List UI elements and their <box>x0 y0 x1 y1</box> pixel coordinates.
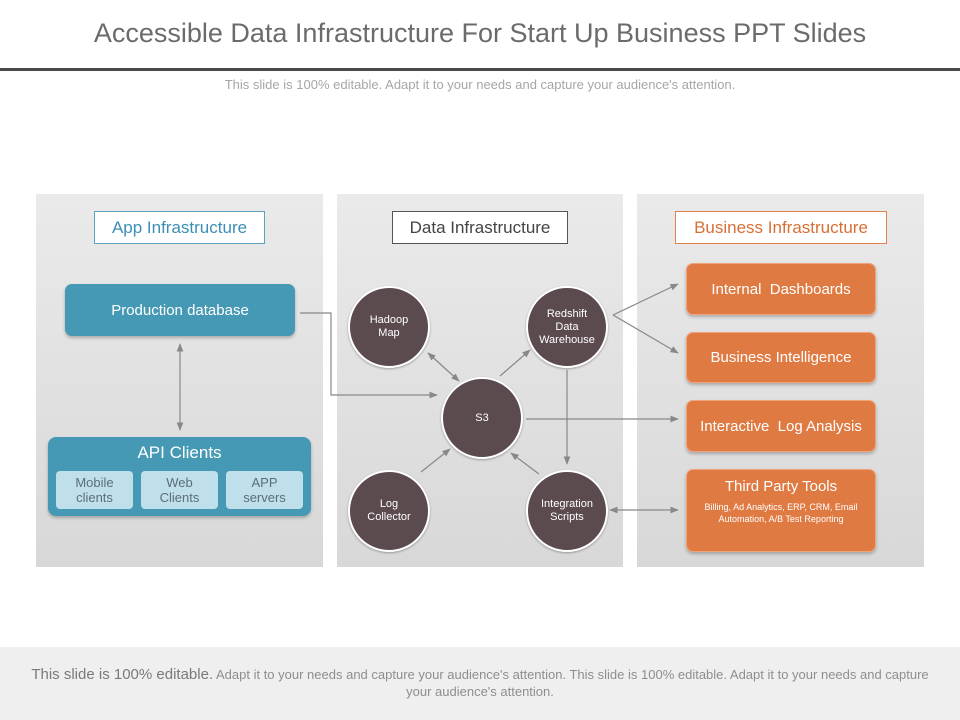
api-clients-title: API Clients <box>137 443 222 462</box>
log-collector-node: Log Collector <box>348 470 430 552</box>
internal-dashboards-box: Internal Dashboards <box>686 263 876 315</box>
third-party-tools-box: Third Party Tools Billing, Ad Analytics,… <box>686 469 876 552</box>
production-database-box: Production database <box>65 284 295 336</box>
slide-title: Accessible Data Infrastructure For Start… <box>93 18 867 48</box>
s3-node: S3 <box>441 377 523 459</box>
api-clients-box: API Clients Mobile clients Web Clients A… <box>48 437 311 516</box>
title-divider <box>0 68 960 71</box>
third-party-tools-title: Third Party Tools <box>724 478 838 495</box>
footer-text: Adapt it to your needs and capture your … <box>213 667 929 699</box>
hadoop-map-node: Hadoop Map <box>348 286 430 368</box>
slide-subtitle: This slide is 100% editable. Adapt it to… <box>224 77 736 92</box>
business-infrastructure-header: Business Infrastructure <box>675 211 887 244</box>
mobile-clients-chip: Mobile clients <box>56 471 133 509</box>
data-infrastructure-header: Data Infrastructure <box>392 211 568 244</box>
interactive-log-analysis-box: Interactive Log Analysis <box>686 400 876 452</box>
footer-note: This slide is 100% editable. Adapt it to… <box>0 647 960 720</box>
business-intelligence-box: Business Intelligence <box>686 332 876 383</box>
app-infrastructure-header: App Infrastructure <box>94 211 265 244</box>
web-clients-chip: Web Clients <box>141 471 218 509</box>
footer-lead: This slide is 100% editable. <box>31 666 214 683</box>
redshift-warehouse-node: Redshift Data Warehouse <box>526 286 608 368</box>
third-party-tools-detail: Billing, Ad Analytics, ERP, CRM, Email A… <box>704 502 858 524</box>
integration-scripts-node: Integration Scripts <box>526 470 608 552</box>
app-servers-chip: APP servers <box>226 471 303 509</box>
